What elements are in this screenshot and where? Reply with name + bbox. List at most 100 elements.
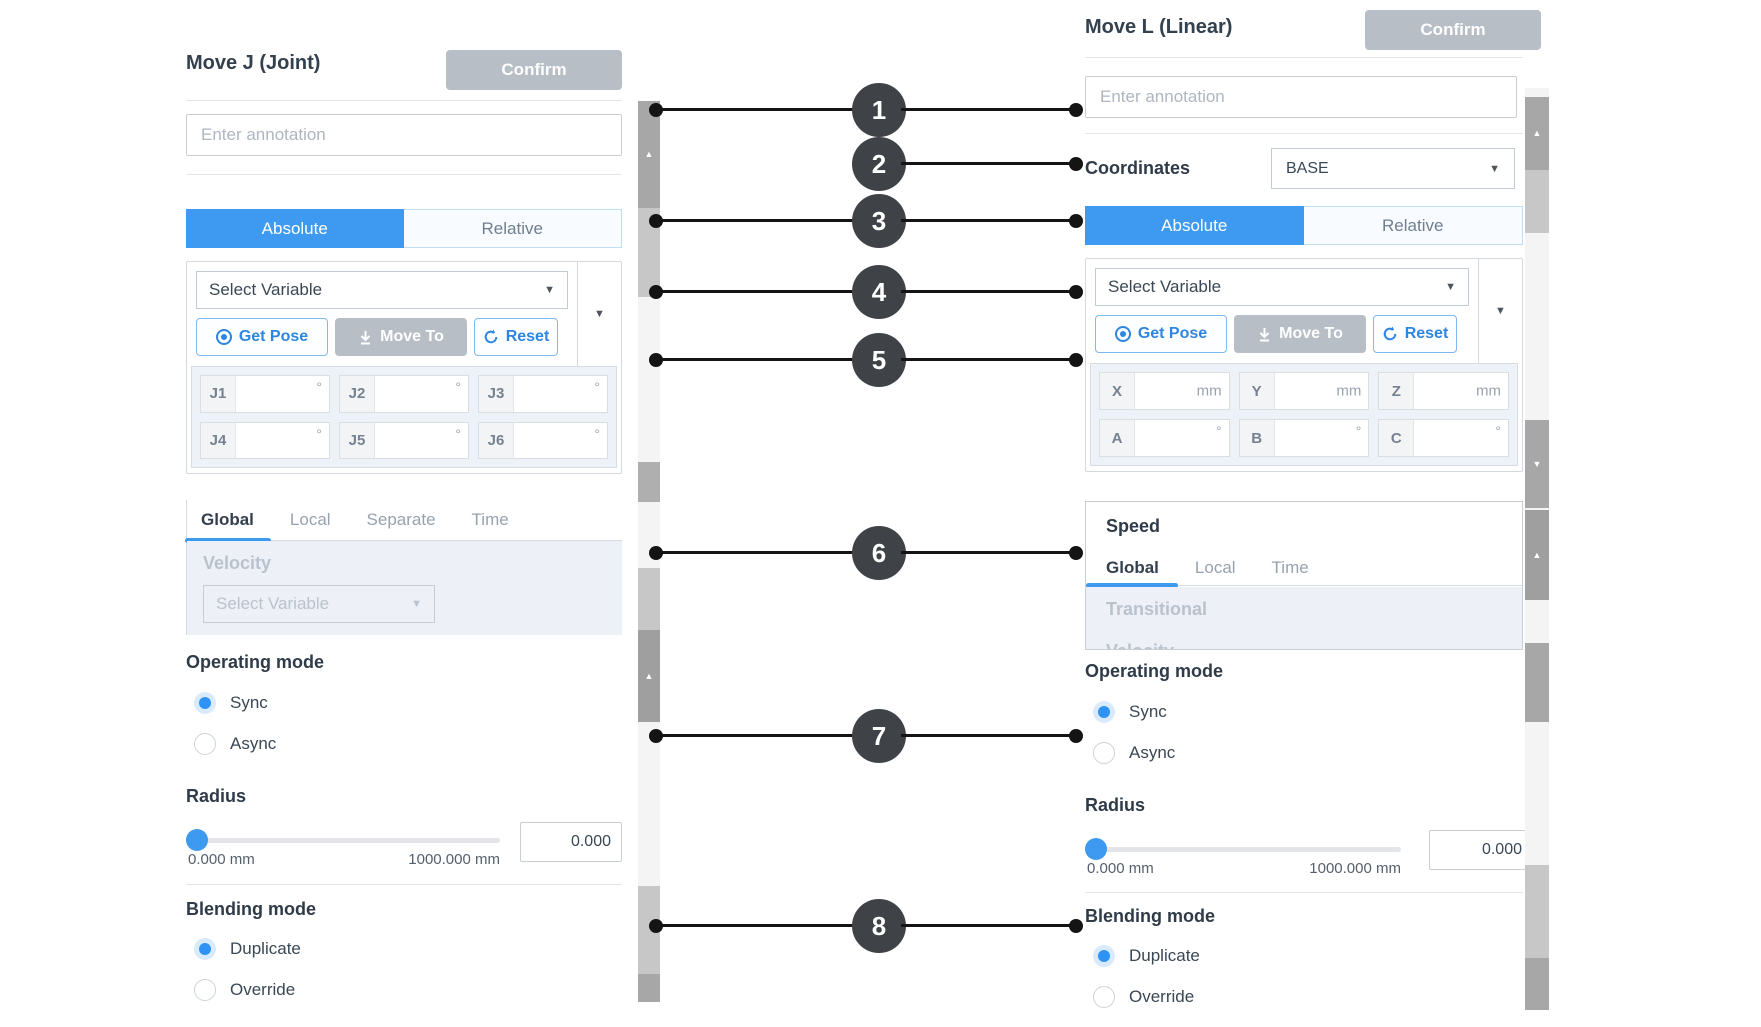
annotation-input[interactable]	[186, 114, 622, 156]
scrollbar-thumb[interactable]	[638, 208, 660, 297]
confirm-button[interactable]: Confirm	[1365, 10, 1541, 50]
field-unit: °	[316, 425, 322, 442]
joint-input-j6[interactable]: J6 °	[478, 421, 608, 459]
radius-slider-knob[interactable]	[186, 829, 208, 851]
reset-button[interactable]: Reset	[474, 318, 558, 356]
get-pose-icon	[215, 329, 232, 345]
tab-absolute[interactable]: Absolute	[1085, 206, 1304, 245]
tab-time[interactable]: Time	[471, 510, 509, 529]
reset-icon	[484, 329, 498, 344]
pose-variable-group: Select Variable ▼ Get Pose Move To Reset	[186, 261, 622, 474]
divider	[186, 100, 622, 101]
tab-global[interactable]: Global	[185, 510, 271, 543]
variable-select[interactable]: Select Variable ▼	[196, 271, 568, 309]
right-panel-scrollbar[interactable]: ▲ ▼ ▲	[1525, 88, 1549, 1010]
field-label: J6	[479, 422, 514, 458]
radius-value-input[interactable]: 0.000	[1429, 830, 1533, 870]
radio-override[interactable]: Override	[194, 979, 295, 1001]
joint-input-j5[interactable]: J5 °	[339, 421, 469, 459]
scrollbar-thumb[interactable]	[1525, 643, 1549, 722]
radio-duplicate[interactable]: Duplicate	[1093, 945, 1200, 967]
scrollbar-thumb[interactable]: ▲	[638, 101, 660, 208]
joint-input-j2[interactable]: J2 °	[339, 375, 469, 413]
tab-relative[interactable]: Relative	[1303, 206, 1523, 245]
joint-input-j4[interactable]: J4 °	[200, 421, 330, 459]
scrollbar-thumb[interactable]: ▼	[1525, 420, 1549, 508]
velocity-select[interactable]: Select Variable ▼	[203, 585, 435, 623]
radio-duplicate[interactable]: Duplicate	[194, 938, 301, 960]
callout-endpoint	[1069, 285, 1083, 299]
tab-local[interactable]: Local	[289, 510, 331, 529]
radius-label: Radius	[1085, 795, 1146, 815]
scrollbar-thumb[interactable]	[638, 462, 660, 502]
get-pose-button[interactable]: Get Pose	[196, 318, 328, 356]
radio-async[interactable]: Async	[1093, 742, 1175, 764]
confirm-button[interactable]: Confirm	[446, 50, 622, 90]
field-unit: °	[1355, 423, 1362, 439]
radius-slider-knob[interactable]	[1085, 838, 1107, 860]
scrollbar-thumb[interactable]	[1525, 170, 1549, 233]
variable-select[interactable]: Select Variable ▼	[1095, 268, 1469, 306]
radius-slider[interactable]	[1085, 838, 1401, 860]
joint-input-j1[interactable]: J1 °	[200, 375, 330, 413]
move-to-button[interactable]: Move To	[1234, 315, 1366, 353]
reset-button[interactable]: Reset	[1373, 315, 1457, 353]
transitional-label: Transitional	[1106, 599, 1208, 619]
variable-expand-toggle[interactable]: ▼	[1478, 259, 1522, 363]
radius-max: 1000.000 mm	[408, 851, 500, 868]
scrollbar-thumb[interactable]	[1525, 865, 1549, 958]
scrollbar-thumb[interactable]	[638, 568, 660, 630]
pose-input-a[interactable]: A °	[1099, 419, 1230, 457]
blending-mode-label: Blending mode	[1085, 906, 1215, 926]
get-pose-button[interactable]: Get Pose	[1095, 315, 1227, 353]
joint-input-j3[interactable]: J3 °	[478, 375, 608, 413]
pose-input-y[interactable]: Y mm	[1238, 372, 1370, 410]
scrollbar-thumb[interactable]: ▲	[638, 630, 660, 722]
annotation-input[interactable]	[1085, 76, 1517, 118]
callout-endpoint	[1069, 103, 1083, 117]
pose-buttons: Get Pose Move To Reset	[196, 318, 568, 356]
scrollbar-thumb[interactable]	[638, 974, 660, 1002]
scrollbar-thumb[interactable]: ▲	[1525, 97, 1549, 170]
chevron-down-icon: ▼	[594, 308, 605, 320]
radio-sync[interactable]: Sync	[1093, 701, 1167, 723]
tab-relative[interactable]: Relative	[403, 209, 622, 248]
radio-sync[interactable]: Sync	[194, 692, 268, 714]
tab-time[interactable]: Time	[1271, 557, 1309, 577]
scrollbar-thumb[interactable]: ▲	[1525, 510, 1549, 600]
tab-global[interactable]: Global	[1086, 558, 1178, 588]
callout-endpoint	[1069, 546, 1083, 560]
scrollbar-thumb[interactable]	[638, 886, 660, 974]
scroll-up-icon: ▲	[1532, 128, 1542, 138]
scrollbar-thumb[interactable]	[1525, 958, 1549, 1010]
radio-async[interactable]: Async	[194, 733, 276, 755]
active-tab-underline	[1086, 582, 1178, 588]
pose-input-b[interactable]: B °	[1238, 419, 1370, 457]
chevron-down-icon: ▼	[411, 598, 422, 610]
divider	[1085, 892, 1523, 893]
get-pose-label: Get Pose	[238, 328, 309, 345]
scroll-up-icon: ▲	[644, 149, 654, 159]
move-to-label: Move To	[1279, 325, 1343, 342]
tab-local[interactable]: Local	[1194, 557, 1236, 577]
pose-input-z[interactable]: Z mm	[1378, 372, 1509, 410]
pose-input-c[interactable]: C °	[1378, 419, 1509, 457]
speed-tabs: Global Local Time	[1086, 550, 1522, 588]
radio-override[interactable]: Override	[1093, 986, 1194, 1008]
reset-label: Reset	[1404, 325, 1449, 342]
move-to-button[interactable]: Move To	[335, 318, 467, 356]
mode-tabs: Absolute Relative	[186, 209, 622, 248]
tab-absolute[interactable]: Absolute	[186, 209, 404, 248]
variable-expand-toggle[interactable]: ▼	[577, 262, 621, 366]
coordinates-select[interactable]: BASE ▼	[1271, 148, 1515, 189]
pose-input-x[interactable]: X mm	[1099, 372, 1230, 410]
blending-mode-label: Blending mode	[186, 899, 316, 919]
callout-7: 7	[645, 708, 1090, 764]
radius-slider[interactable]	[186, 829, 500, 851]
tab-separate[interactable]: Separate	[366, 510, 436, 529]
field-label: B	[1239, 420, 1275, 456]
move-to-label: Move To	[380, 328, 444, 345]
radius-value-input[interactable]: 0.000	[520, 822, 622, 862]
callout-number: 2	[852, 137, 906, 191]
